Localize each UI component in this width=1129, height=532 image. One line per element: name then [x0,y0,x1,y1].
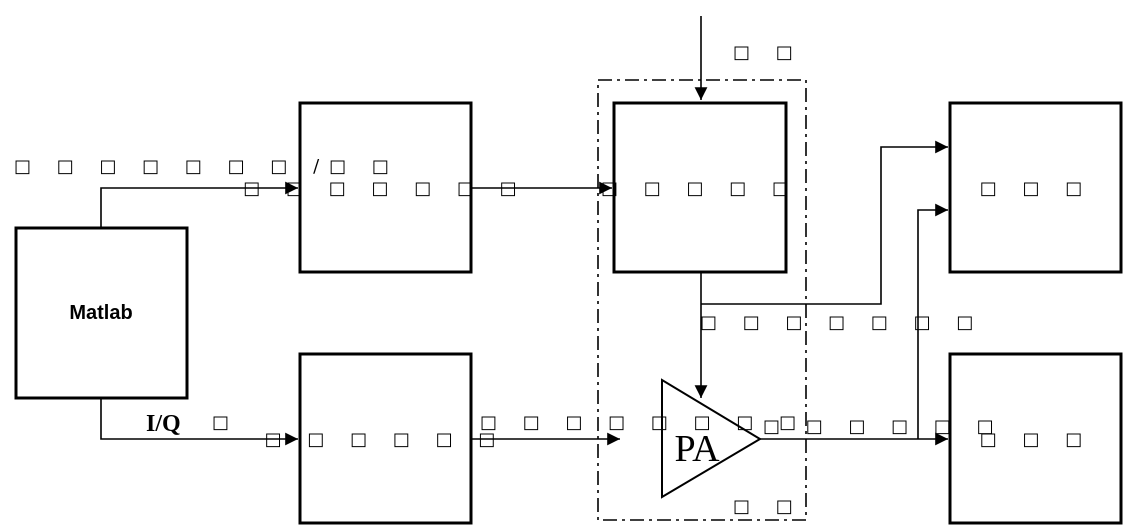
upper-generator-label: □ □ □ □ □ □ □ [243,178,526,199]
control-signal-label: □ □ [733,42,803,63]
pa-output-signal-label: □ □ □ □ □ □ [763,416,1004,437]
coupled-signal-label: □ □ □ □ □ □ □ [700,312,983,333]
upper-generator-block [298,101,473,274]
pa-label: PA [674,428,720,470]
matlab-to-lower-generator-connector [100,398,298,446]
iq-label-prefix: I/Q [146,411,181,437]
power-amplifier-triangle [661,378,762,499]
coupler-to-analyzer-connector [701,140,948,305]
top-analyzer-block [948,101,1123,274]
lower-generator-block [298,352,473,525]
coupler-block [612,101,788,274]
matlab-label: Matlab [69,302,132,324]
top-analyzer-label: □ □ □ [980,178,1092,199]
lower-generator-label: □ □ □ □ □ □ [265,429,506,450]
pa-output-to-top-analyzer-connector [917,203,948,439]
module-label: □ □ [733,496,803,517]
matlab-to-upper-generator-connector [100,181,298,228]
bottom-analyzer-block [948,352,1123,525]
coupler-label: □ □ □ □ □ [601,178,799,199]
pa-input-signal-label: □ □ □ □ □ □ □ □ [480,412,806,433]
top-left-signal-label: □ □ □ □ □ □ □ /□ □ [14,156,399,177]
bottom-analyzer-label: □ □ □ [980,429,1092,450]
iq-label-suffix: □ [212,412,239,433]
matlab-block [14,226,189,400]
